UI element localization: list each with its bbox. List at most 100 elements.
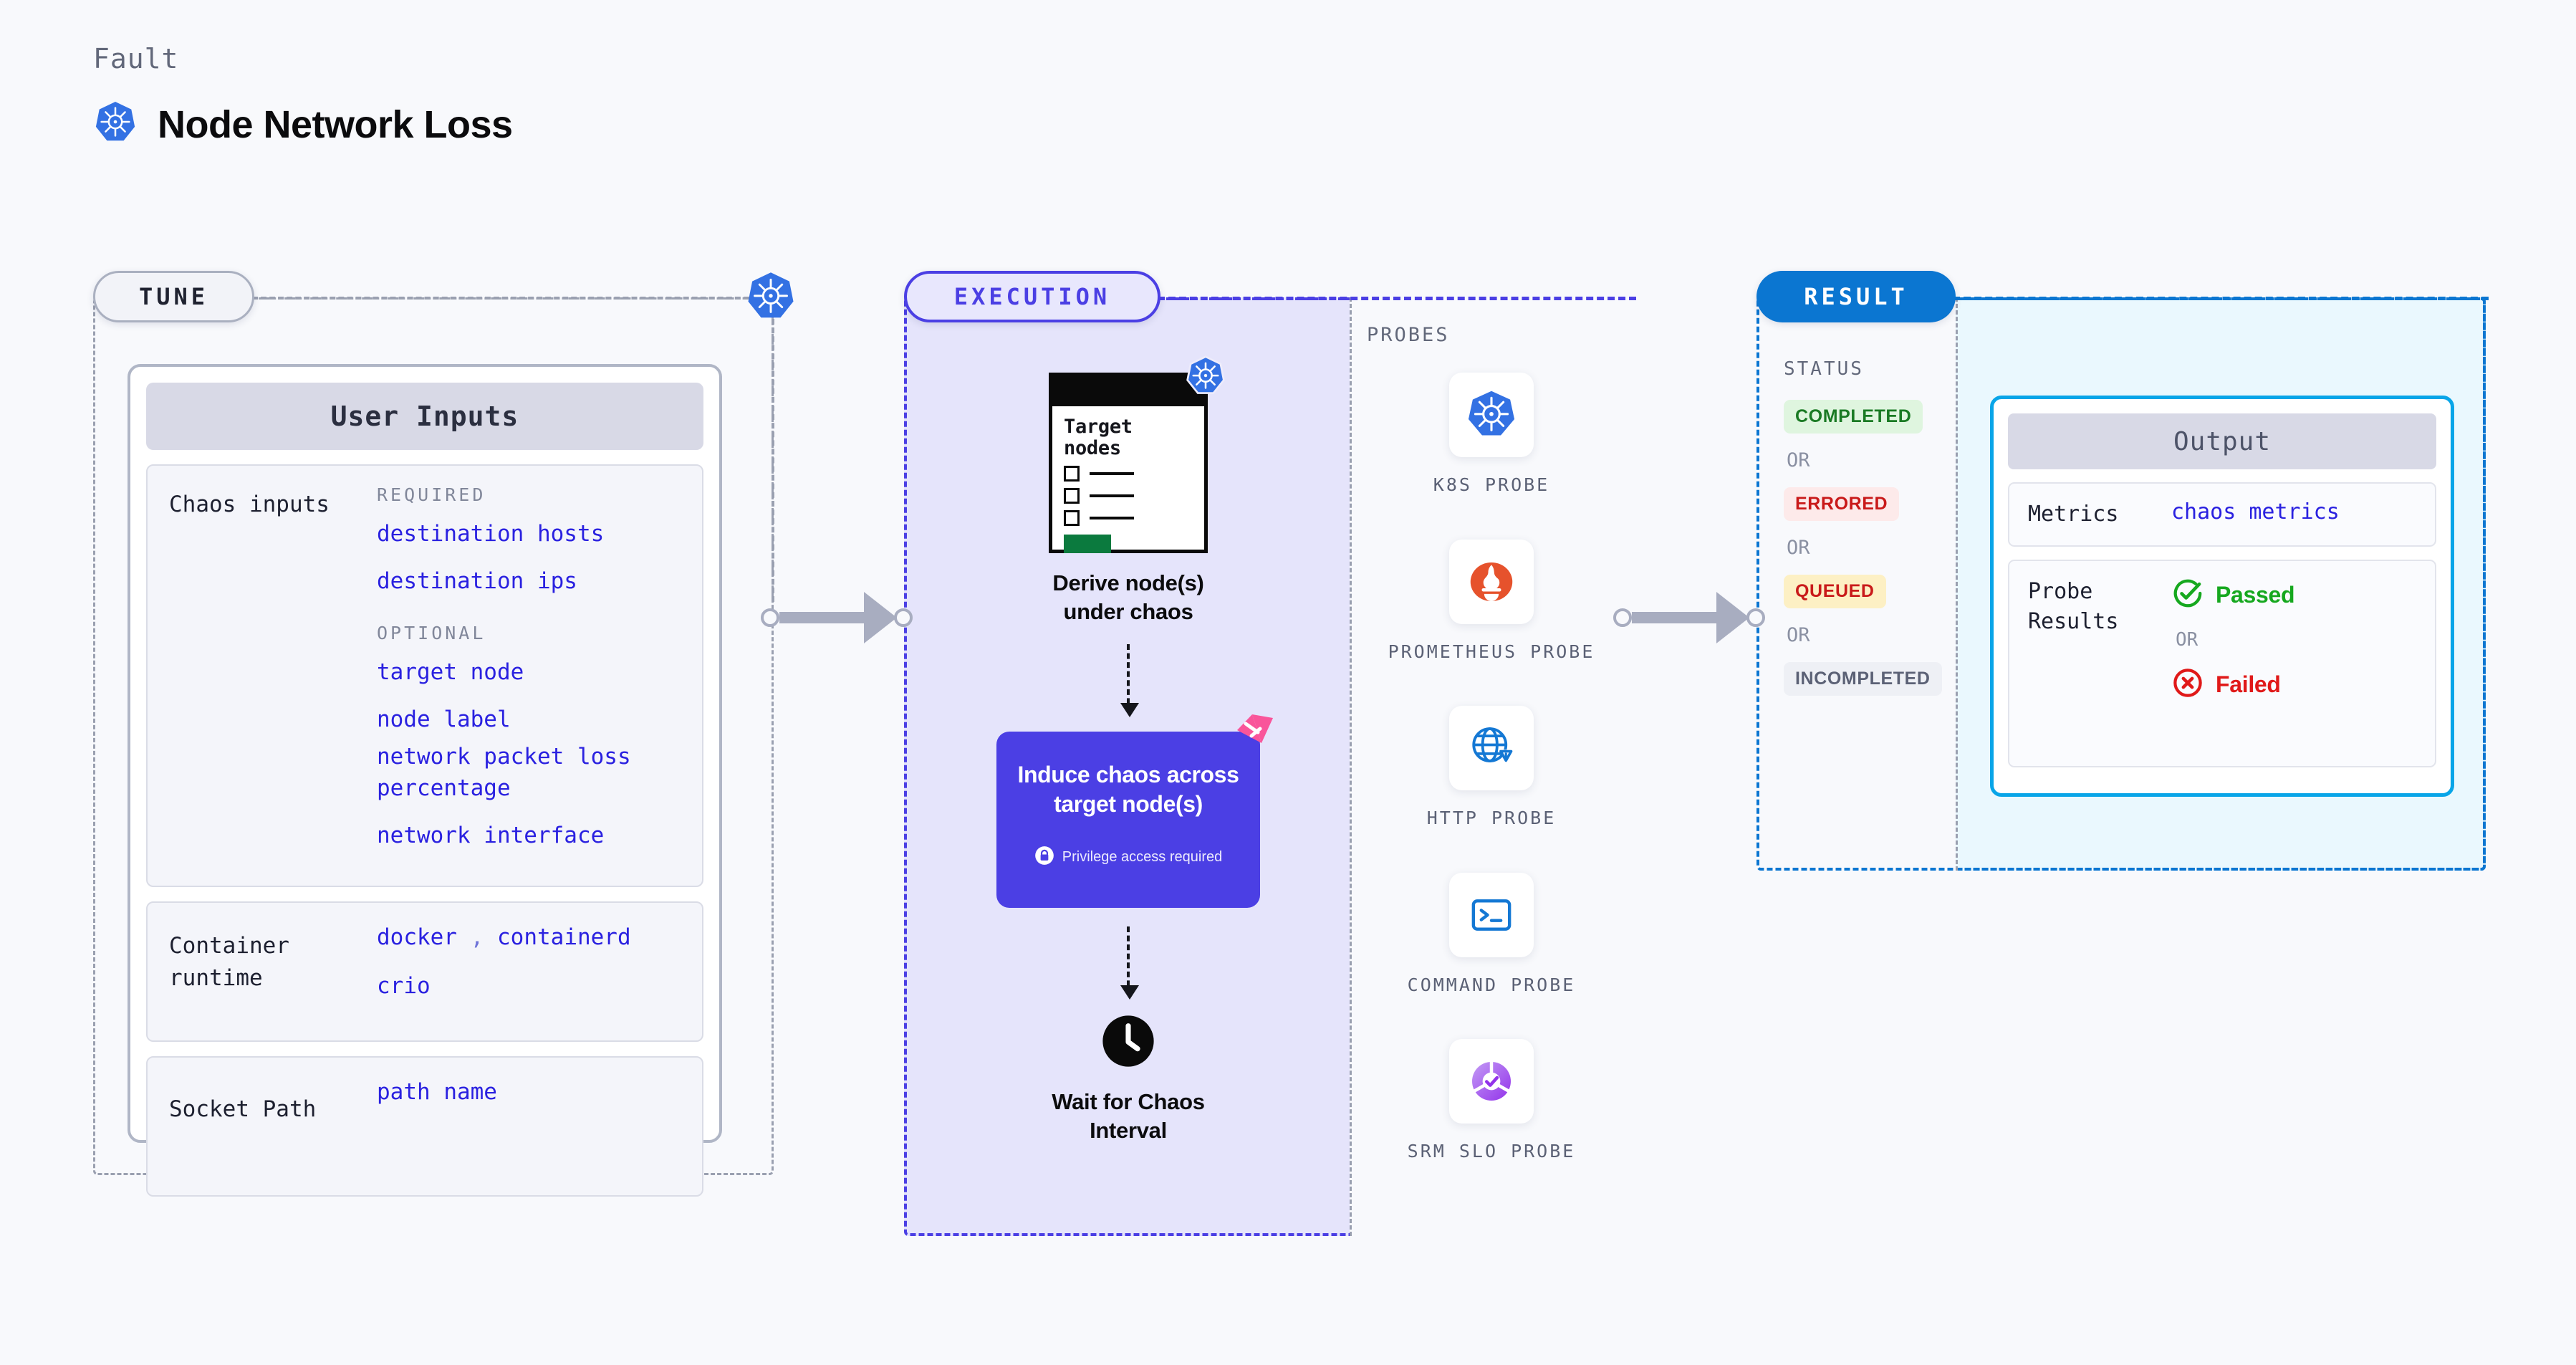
status-or: OR — [1787, 537, 1810, 559]
checkbox-icon — [1064, 488, 1080, 504]
probe-label: COMMAND PROBE — [1407, 974, 1576, 995]
list-line — [1090, 472, 1134, 476]
failed-label: Failed — [2216, 671, 2281, 697]
stage-pill-result[interactable]: RESULT — [1756, 271, 1956, 322]
metrics-value[interactable]: chaos metrics — [2171, 499, 2340, 525]
container-runtime-section: Container runtime docker , containerd cr… — [146, 901, 703, 1043]
stage-pill-tune[interactable]: TUNE — [93, 271, 254, 322]
stage-pill-execution[interactable]: EXECUTION — [904, 271, 1160, 322]
probe-k8s[interactable]: K8S PROBE — [1350, 373, 1633, 498]
title-row: Node Network Loss — [93, 100, 513, 148]
derive-nodes-line2: under chaos — [1063, 598, 1193, 624]
status-column: STATUS COMPLETED OR ERRORED OR QUEUED OR… — [1784, 358, 1963, 696]
status-or: OR — [1787, 624, 1810, 646]
probe-http[interactable]: HTTP PROBE — [1350, 706, 1633, 831]
globe-warning-icon — [1449, 706, 1534, 790]
input-network-packet-loss-percentage[interactable]: network packet loss percentage — [377, 744, 631, 802]
input-destination-hosts[interactable]: destination hosts — [377, 521, 605, 547]
flow-arrow-down-icon — [1120, 926, 1139, 1000]
fault-eyebrow: Fault — [93, 43, 179, 75]
list-line — [1090, 494, 1134, 498]
required-label: REQUIRED — [377, 484, 486, 505]
probe-results-line1: Probe — [2028, 579, 2093, 604]
lock-icon — [1034, 846, 1054, 869]
connector-shaft — [1632, 612, 1718, 623]
runtime-containerd[interactable]: containerd — [497, 924, 631, 951]
litmus-logo — [1230, 712, 1277, 760]
clock-icon-wrap — [960, 1014, 1297, 1072]
wait-interval-line1: Wait for Chaos — [1052, 1089, 1205, 1115]
checklist-row — [1064, 466, 1193, 482]
probe-label: PROMETHEUS PROBE — [1388, 641, 1595, 662]
probe-results-line2: Results — [2028, 609, 2119, 634]
status-divider — [1956, 297, 1958, 871]
connector-execution-to-result — [1613, 592, 1765, 643]
prometheus-icon — [1449, 539, 1534, 624]
status-badge-queued: QUEUED — [1784, 575, 1886, 608]
socket-path-label: Socket Path — [169, 1096, 317, 1123]
input-node-label[interactable]: node label — [377, 707, 511, 733]
kubernetes-icon — [1185, 355, 1226, 401]
metrics-label: Metrics — [2028, 502, 2119, 527]
output-card: Output Metrics chaos metrics Probe Resul… — [1990, 396, 2454, 797]
connector-start-dot — [1613, 608, 1632, 627]
target-nodes-window: Target nodes — [1049, 373, 1208, 554]
checkbox-icon — [1064, 510, 1080, 527]
probe-command[interactable]: COMMAND PROBE — [1350, 872, 1633, 998]
probe-label: K8S PROBE — [1433, 474, 1550, 495]
passed-label: Passed — [2216, 582, 2295, 608]
chaos-inputs-label: Chaos inputs — [169, 492, 330, 517]
status-badge-incompleted: INCOMPLETED — [1784, 662, 1942, 696]
input-network-interface[interactable]: network interface — [377, 823, 605, 849]
execution-connector-line — [1158, 297, 1636, 300]
probe-label: SRM SLO PROBE — [1407, 1141, 1576, 1162]
induce-chaos-box[interactable]: Induce chaos across target node(s) Privi… — [996, 714, 1273, 909]
output-title: Output — [2008, 413, 2436, 469]
induce-chaos-title: Induce chaos across target node(s) — [1015, 760, 1241, 818]
status-badge-errored: ERRORED — [1784, 487, 1900, 521]
chaos-inputs-section: Chaos inputs REQUIRED destination hosts … — [146, 464, 703, 888]
probe-prometheus[interactable]: PROMETHEUS PROBE — [1350, 539, 1633, 665]
probe-results-label: Probe Results — [2028, 577, 2171, 637]
input-destination-ips[interactable]: destination ips — [377, 568, 577, 595]
wait-for-chaos-interval-label: Wait for Chaos Interval — [960, 1088, 1297, 1144]
runtime-separator: , — [470, 924, 484, 951]
derive-nodes-label: Derive node(s) under chaos — [960, 569, 1297, 626]
window-body: Target nodes — [1052, 406, 1204, 554]
wait-interval-line2: Interval — [1090, 1118, 1167, 1144]
connector-end-dot — [1746, 608, 1765, 627]
probe-results-row: Probe Results Passed OR — [2008, 560, 2436, 767]
checkbox-icon — [1064, 466, 1080, 482]
container-runtime-label: Container runtime — [169, 933, 289, 992]
induce-chaos-line2: target node(s) — [1054, 790, 1203, 817]
container-runtime-values: docker , containerd crio — [377, 921, 681, 1017]
kubernetes-icon — [745, 271, 797, 326]
result-connector-line — [1953, 297, 2489, 300]
green-status-bar — [1064, 535, 1111, 554]
connector-start-dot — [761, 608, 779, 627]
target-nodes-title-line1: Target — [1064, 416, 1133, 438]
input-target-node[interactable]: target node — [377, 659, 524, 686]
induce-chaos-line1: Induce chaos across — [1017, 762, 1239, 788]
result-passed: Passed — [2171, 577, 2295, 613]
status-title: STATUS — [1784, 358, 1864, 380]
runtime-crio[interactable]: crio — [377, 973, 431, 1000]
terminal-icon — [1449, 872, 1534, 957]
socket-path-values: path name — [377, 1076, 681, 1124]
chaos-inputs-values: REQUIRED destination hosts destination i… — [377, 484, 681, 867]
connector-arrowhead — [1716, 592, 1749, 643]
connector-arrowhead — [864, 592, 897, 643]
execution-flow: Target nodes — [960, 355, 1297, 1145]
probe-srm-slo[interactable]: SRM SLO PROBE — [1350, 1039, 1633, 1164]
window-titlebar — [1052, 376, 1204, 406]
connector-end-dot — [894, 608, 913, 627]
probes-title: PROBES — [1367, 324, 1450, 346]
target-nodes-card: Target nodes — [1049, 355, 1225, 554]
kubernetes-icon — [1449, 373, 1534, 457]
metrics-row: Metrics chaos metrics — [2008, 482, 2436, 547]
socket-path-value[interactable]: path name — [377, 1079, 497, 1106]
runtime-row-1: docker , containerd — [377, 921, 681, 953]
runtime-docker[interactable]: docker — [377, 924, 457, 951]
kubernetes-icon — [93, 100, 138, 148]
connector-tune-to-execution — [761, 592, 913, 643]
